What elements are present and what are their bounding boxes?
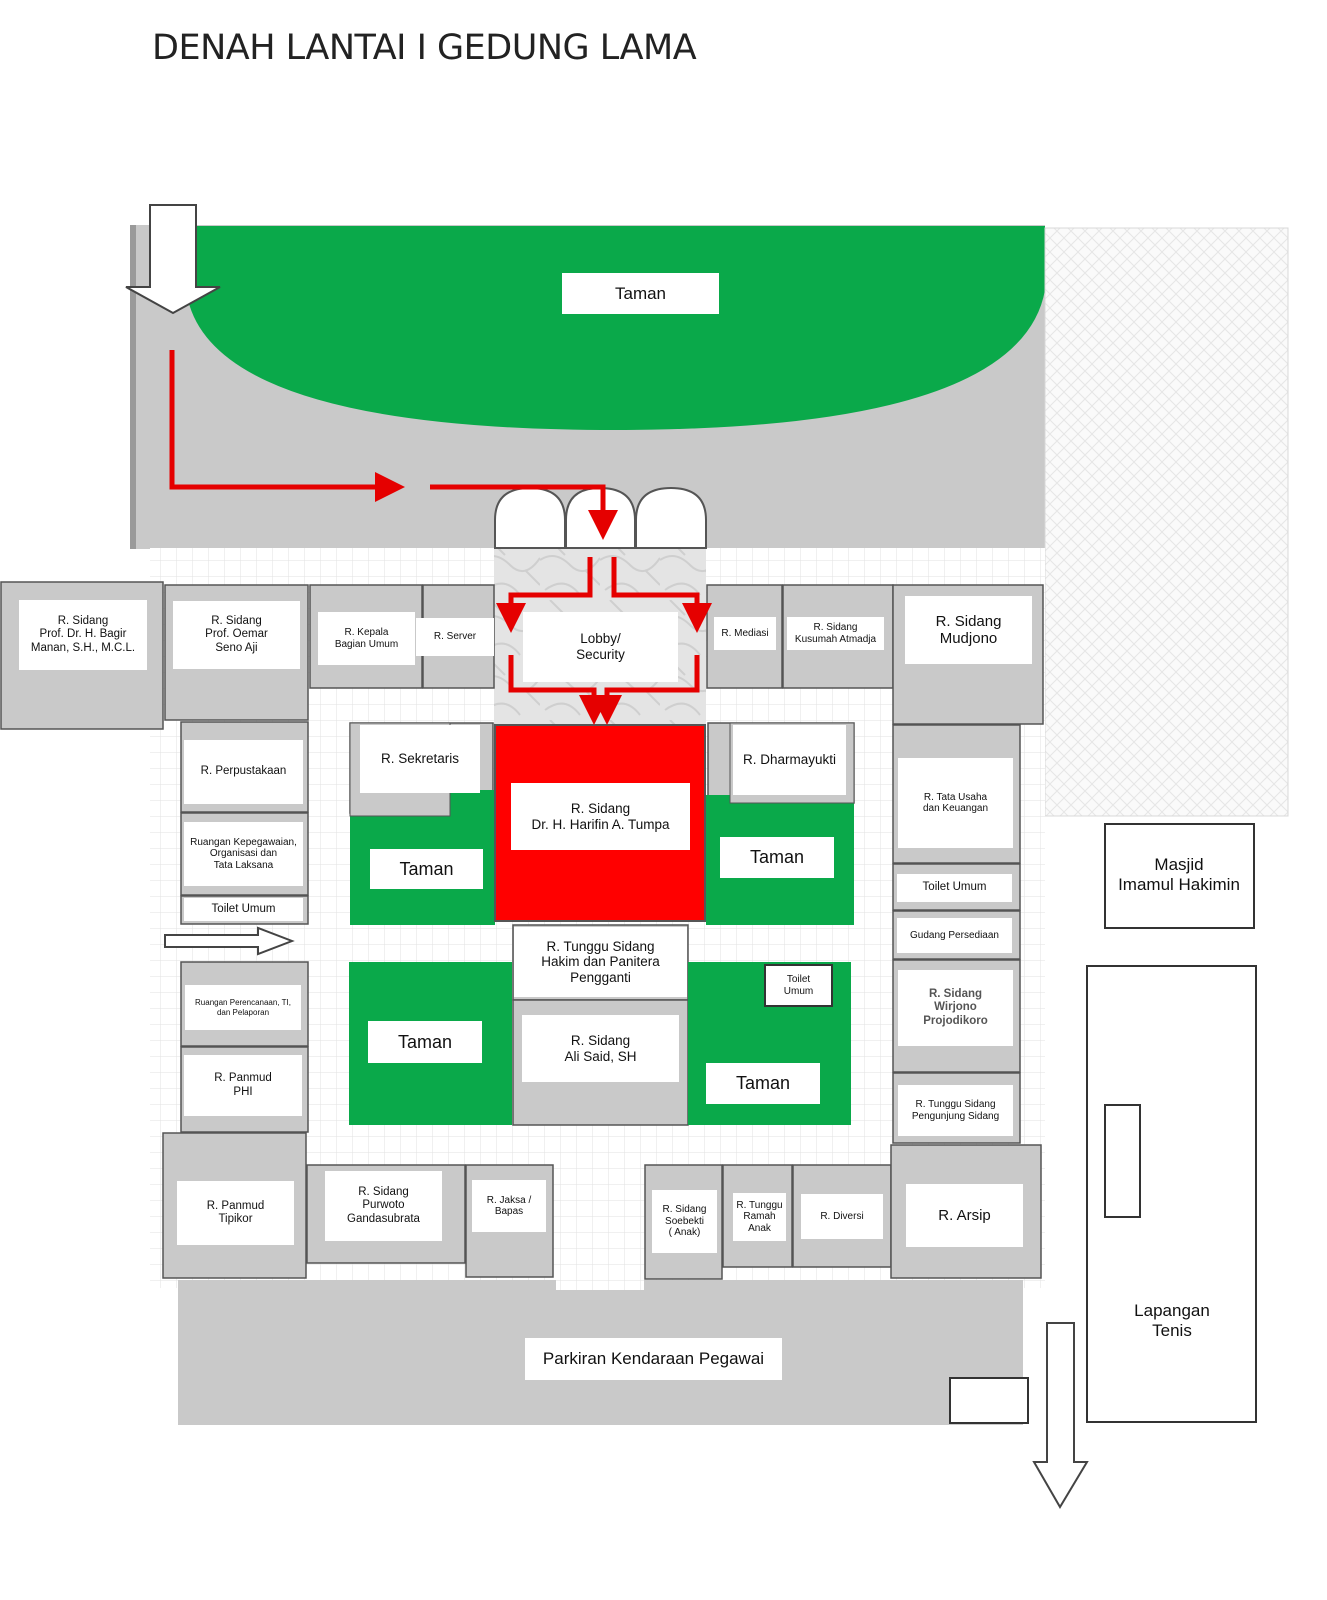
exit-arrow (1032, 1322, 1089, 1509)
garden-low-left-label: Taman (368, 1021, 482, 1063)
room-kepegawaian: Ruangan Kepegawaian, Organisasi dan Tata… (184, 822, 303, 886)
room-kepala-bagian-umum: R. Kepala Bagian Umum (318, 612, 415, 665)
masjid-label: Masjid Imamul Hakimin (1110, 845, 1248, 905)
page-title: DENAH LANTAI I GEDUNG LAMA (152, 28, 697, 68)
room-tata-usaha: R. Tata Usaha dan Keuangan (898, 758, 1013, 848)
toilet-center: Toilet Umum (764, 964, 833, 1007)
garden-low-right-label: Taman (706, 1063, 820, 1104)
room-kusumah-atmadja: R. Sidang Kusumah Atmadja (787, 617, 884, 650)
tennis-net-post (1104, 1104, 1141, 1218)
room-server: R. Server (416, 618, 494, 656)
arch-right (635, 486, 707, 549)
room-soebekti: R. Sidang Soebekti ( Anak) (652, 1190, 717, 1253)
room-mediasi: R. Mediasi (714, 617, 776, 650)
room-panmud-tipikor: R. Panmud Tipikor (177, 1181, 294, 1245)
arch-left (494, 486, 566, 549)
room-tunggu-hakim: R. Tunggu Sidang Hakim dan Panitera Peng… (514, 927, 687, 997)
room-harifin-tumpa: R. Sidang Dr. H. Harifin A. Tumpa (511, 783, 690, 850)
room-diversi: R. Diversi (801, 1194, 883, 1239)
lobby-security: Lobby/ Security (523, 612, 678, 682)
room-perencanaan: Ruangan Perencanaan, TI, dan Pelaporan (185, 985, 301, 1030)
parkiran-label: Parkiran Kendaraan Pegawai (525, 1338, 782, 1380)
garden-mid-right-label: Taman (720, 837, 834, 878)
room-wirjono: R. Sidang Wirjono Projodikoro (898, 970, 1013, 1046)
room-tunggu-pengunjung: R. Tunggu Sidang Pengunjung Sidang (898, 1085, 1013, 1136)
side-entry-arrow (164, 926, 295, 956)
room-bagir-manan: R. Sidang Prof. Dr. H. Bagir Manan, S.H.… (19, 600, 147, 670)
route-arrows (169, 350, 712, 725)
garden-mid-left-label: Taman (370, 849, 483, 889)
forecourt-edge (130, 225, 136, 549)
garden-top-label: Taman (562, 273, 719, 314)
gudang-persediaan: Gudang Persediaan (897, 918, 1012, 953)
room-ali-said: R. Sidang Ali Said, SH (522, 1015, 679, 1082)
bottom-corridor (556, 1165, 644, 1290)
room-oemar-seno-aji: R. Sidang Prof. Oemar Seno Aji (173, 601, 300, 669)
room-purwoto: R. Sidang Purwoto Gandasubrata (325, 1171, 442, 1241)
room-mudjono: R. Sidang Mudjono (905, 596, 1032, 664)
entry-arrow (125, 204, 221, 315)
room-sekretaris: R. Sekretaris (360, 725, 480, 793)
room-arsip: R. Arsip (906, 1184, 1023, 1247)
room-tunggu-ramah-anak: R. Tunggu Ramah Anak (733, 1193, 786, 1241)
toilet-right: Toilet Umum (897, 874, 1012, 902)
room-panmud-phi: R. Panmud PHI (184, 1055, 302, 1116)
parking-gate (949, 1377, 1029, 1424)
toilet-left: Toilet Umum (184, 898, 303, 921)
room-dharmayukti: R. Dharmayukti (733, 725, 846, 795)
lapangan-tenis-label: Lapangan Tenis (1105, 1288, 1239, 1354)
room-perpustakaan: R. Perpustakaan (184, 740, 303, 804)
top-garden (188, 226, 1045, 430)
room-jaksa-bapas: R. Jaksa / Bapas (472, 1180, 546, 1232)
lattice-area (1044, 227, 1289, 817)
